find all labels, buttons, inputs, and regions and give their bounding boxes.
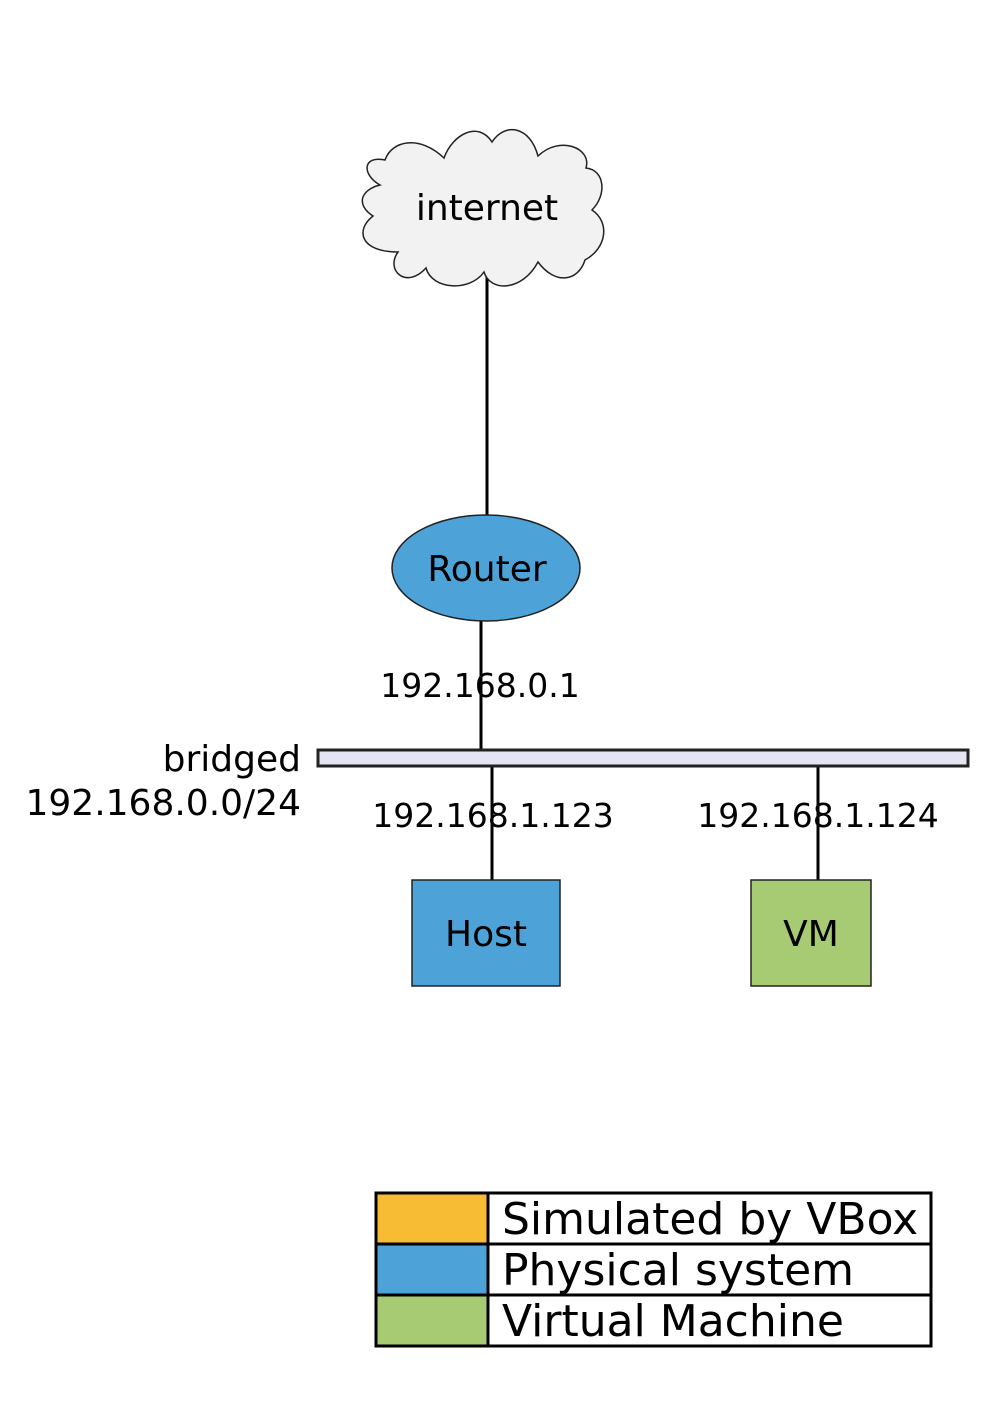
internet-cloud: internet (361, 128, 605, 287)
legend-swatch-virtual (374, 1293, 490, 1348)
legend: Simulated by VBox Physical system Virtua… (374, 1191, 933, 1348)
router-node: Router (391, 514, 581, 622)
host-shape (411, 879, 561, 987)
vm-label: VM (783, 914, 839, 955)
legend-swatch-physical (374, 1242, 490, 1297)
legend-label-physical: Physical system (502, 1245, 854, 1296)
legend-swatch-simulated (374, 1191, 490, 1246)
network-subnet-label: 192.168.0.0/24 (25, 783, 301, 824)
vm-shape (750, 879, 872, 987)
router-label: Router (427, 549, 547, 590)
bridged-network-bus (316, 748, 970, 768)
legend-label-simulated: Simulated by VBox (502, 1194, 918, 1245)
host-label: Host (445, 914, 527, 955)
internet-label: internet (416, 188, 558, 229)
legend-label-cell-simulated (486, 1191, 933, 1246)
network-name-label: bridged (163, 739, 301, 780)
vm-ip-label: 192.168.1.124 (697, 796, 938, 835)
legend-label-cell-virtual (486, 1293, 933, 1348)
legend-label-virtual: Virtual Machine (502, 1296, 844, 1347)
cloud-shape (361, 128, 605, 287)
router-ip-label: 192.168.0.1 (380, 666, 579, 705)
vm-node: VM (750, 879, 872, 987)
legend-label-cell-physical (486, 1242, 933, 1297)
host-ip-label: 192.168.1.123 (372, 796, 613, 835)
router-shape (391, 514, 581, 622)
host-node: Host (411, 879, 561, 987)
